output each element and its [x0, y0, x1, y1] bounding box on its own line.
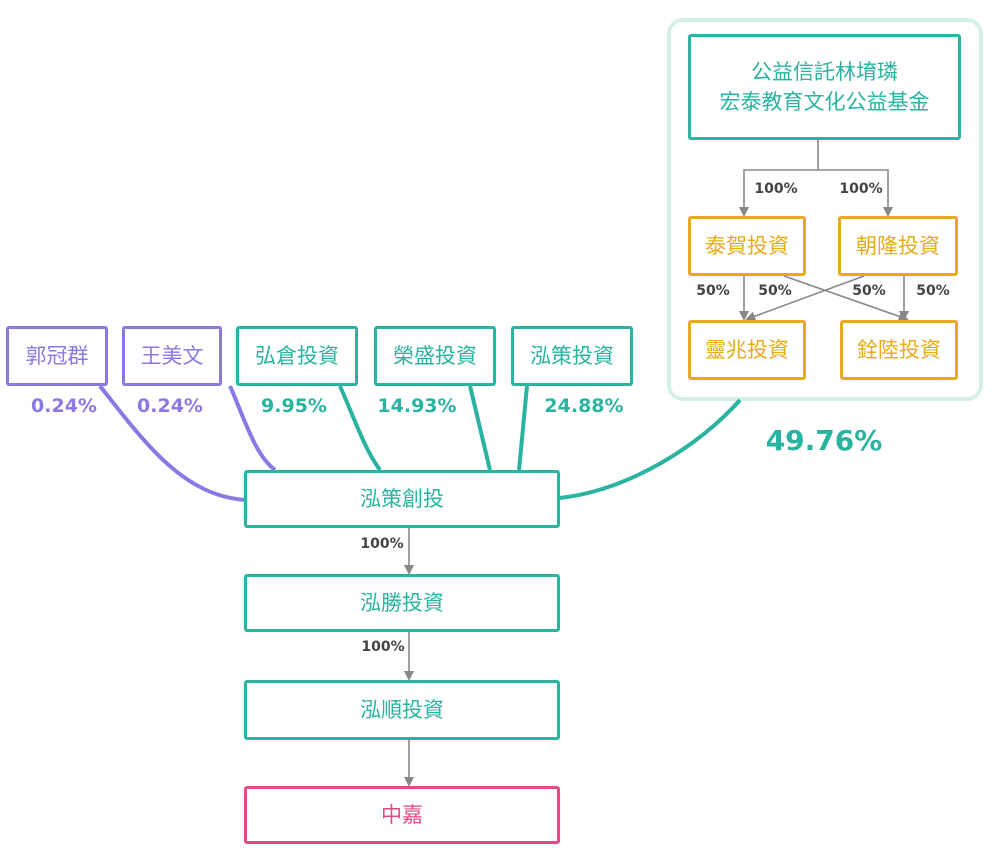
edge-hongce-to-vc — [517, 385, 529, 471]
node-hongshun-label: 泓順投資 — [360, 697, 444, 722]
edge-taihe-to-quanlu — [783, 275, 909, 322]
node-wang-label: 王美文 — [140, 343, 204, 368]
pct-vc-hongsheng: 100% — [360, 536, 404, 552]
node-quanlu-label: 銓陸投資 — [857, 337, 941, 362]
node-foundation-label: 公益信託林堉璘 宏泰教育文化公益基金 — [719, 59, 930, 114]
node-taihe: 泰賀投資 — [688, 216, 806, 276]
node-hongcang-label: 弘倉投資 — [255, 343, 339, 368]
edge-foundation-to-taihe — [739, 140, 819, 217]
node-taihe-label: 泰賀投資 — [705, 233, 789, 258]
node-quanlu: 銓陸投資 — [840, 320, 958, 380]
edge-rongsheng-to-vc — [468, 385, 492, 471]
pct-taihe-quanlu: 50% — [852, 283, 886, 299]
edge-chaolong-to-lingzhao — [745, 275, 865, 321]
node-guo-label: 郭冠群 — [25, 343, 89, 368]
node-hongcang: 弘倉投資 — [236, 326, 358, 386]
node-lingzhao-label: 靈兆投資 — [705, 337, 789, 362]
node-rongsheng: 榮盛投資 — [374, 326, 496, 386]
edge-hongcang-to-vc — [338, 385, 382, 472]
node-hongce-vc: 泓策創投 — [244, 470, 560, 528]
pct-guo: 0.24% — [31, 395, 97, 417]
node-wang: 王美文 — [122, 326, 222, 386]
edge-foundation-to-chaolong — [818, 169, 893, 217]
node-chaolong-label: 朝隆投資 — [856, 233, 940, 258]
node-foundation: 公益信託林堉璘 宏泰教育文化公益基金 — [688, 34, 961, 140]
pct-wang: 0.24% — [137, 395, 203, 417]
pct-taihe-lingzhao: 50% — [696, 283, 730, 299]
node-chaolong: 朝隆投資 — [838, 216, 958, 276]
pct-hongcang: 9.95% — [261, 395, 327, 417]
pct-group-total: 49.76% — [765, 424, 883, 457]
node-hongsheng-label: 泓勝投資 — [360, 590, 444, 615]
node-guo: 郭冠群 — [6, 326, 108, 386]
pct-chaolong-quanlu: 50% — [916, 283, 950, 299]
pct-foundation-chaolong: 100% — [839, 181, 883, 197]
node-hongce: 泓策投資 — [511, 326, 633, 386]
pct-foundation-taihe: 100% — [754, 181, 798, 197]
node-hongsheng: 泓勝投資 — [244, 574, 560, 632]
node-hongce-vc-label: 泓策創投 — [360, 486, 444, 511]
edge-guo-to-vc — [98, 384, 246, 502]
node-rongsheng-label: 榮盛投資 — [393, 343, 477, 368]
edge-group-to-vc — [559, 398, 742, 500]
pct-hongsheng-hongshun: 100% — [361, 639, 405, 655]
pct-hongce: 24.88% — [544, 395, 624, 417]
node-zhongjia-label: 中嘉 — [381, 802, 423, 827]
node-lingzhao: 靈兆投資 — [688, 320, 806, 380]
pct-rongsheng: 14.93% — [377, 395, 457, 417]
edge-wang-to-vc — [228, 385, 277, 472]
node-zhongjia: 中嘉 — [244, 786, 560, 844]
node-hongce-label: 泓策投資 — [530, 343, 614, 368]
pct-chaolong-lingzhao: 50% — [758, 283, 792, 299]
node-hongshun: 泓順投資 — [244, 680, 560, 740]
